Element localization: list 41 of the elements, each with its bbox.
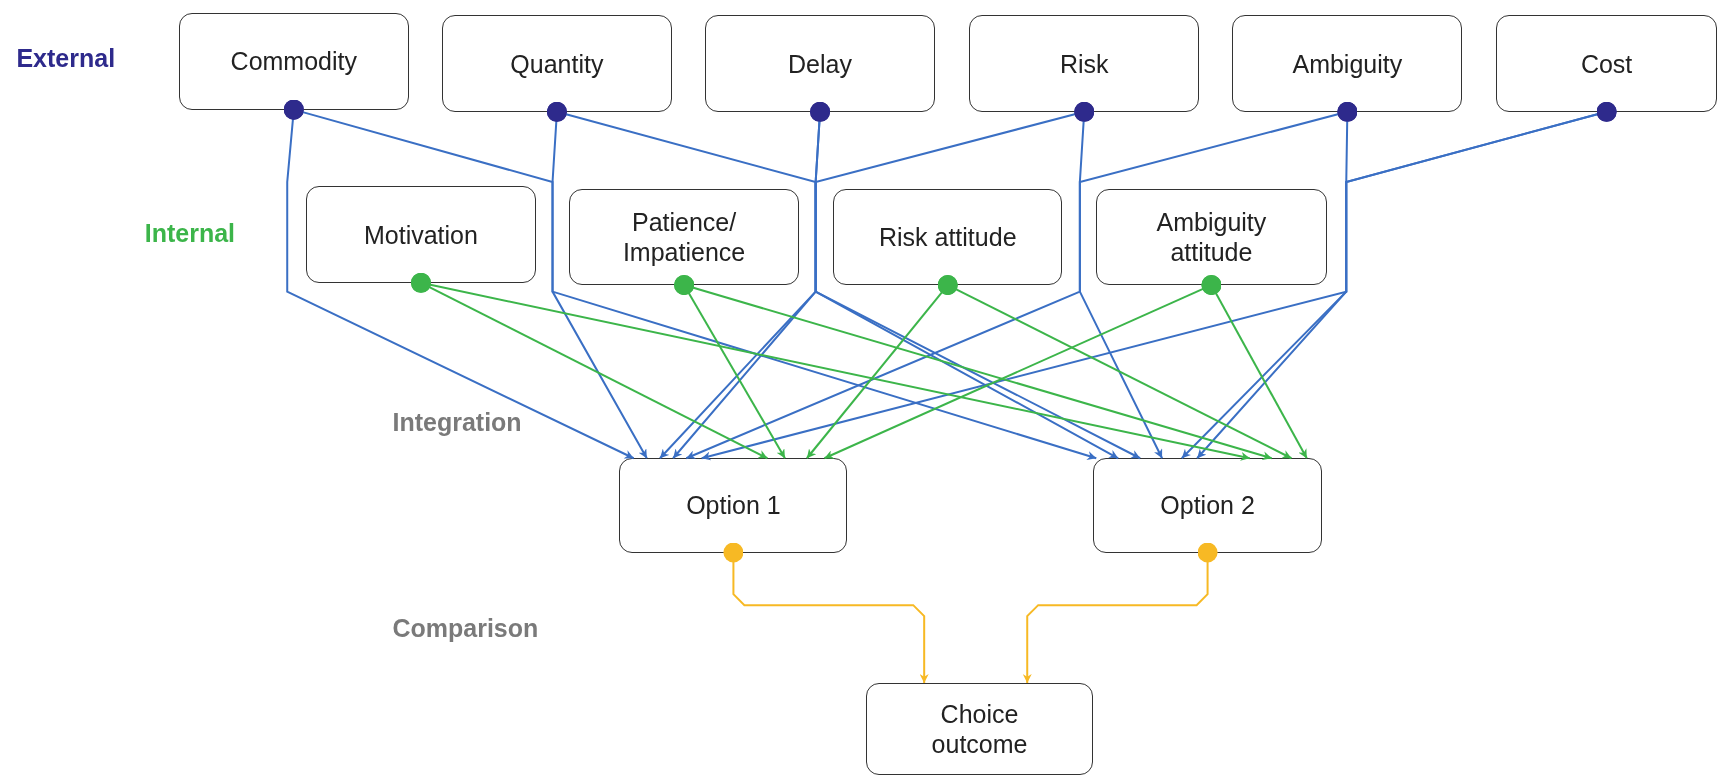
- node-box: [969, 15, 1200, 112]
- arrow: [1074, 101, 1164, 460]
- arrow: [1022, 542, 1218, 684]
- level-label: Comparison: [392, 613, 539, 643]
- node-label: Commodity: [230, 46, 357, 77]
- node-label: Risk attitude: [878, 221, 1017, 252]
- node-box: [1232, 15, 1463, 112]
- node-label: Motivation: [364, 219, 478, 250]
- node-label: Option 2: [1160, 490, 1255, 521]
- node-label: Option 1: [686, 490, 781, 521]
- node-box: [704, 15, 936, 112]
- node-box: [866, 683, 1093, 776]
- level-label: Integration: [392, 407, 522, 437]
- node-label: Ambiguity: [1292, 48, 1403, 79]
- arrow: [1196, 101, 1617, 460]
- arrow: [283, 99, 1098, 460]
- arrow: [810, 101, 1142, 460]
- node-label: Delay: [788, 48, 852, 79]
- node-label: Ambiguity attitude: [1155, 206, 1268, 267]
- arrow: [411, 272, 1251, 461]
- node-box: [568, 188, 800, 286]
- arrow: [1201, 275, 1308, 460]
- node-box: [1093, 458, 1323, 553]
- node-box: [441, 15, 672, 112]
- node-box: [1096, 188, 1327, 286]
- node-box: [178, 13, 409, 110]
- node-box: [1496, 15, 1717, 112]
- arrow: [546, 101, 1120, 460]
- arrow: [1180, 101, 1358, 460]
- node-box: [619, 458, 848, 553]
- node-box: [833, 188, 1063, 286]
- node-label: Choice outcome: [930, 699, 1029, 759]
- node-label: Quantity: [510, 48, 604, 79]
- arrow: [937, 275, 1293, 460]
- node-label: Patience/ Impatience: [621, 206, 747, 267]
- node-label: Cost: [1580, 48, 1633, 79]
- node-label: Risk: [1059, 48, 1109, 79]
- arrow: [723, 542, 929, 684]
- level-label: Internal: [144, 219, 235, 249]
- node-box: [305, 186, 537, 283]
- level-label: External: [16, 43, 116, 73]
